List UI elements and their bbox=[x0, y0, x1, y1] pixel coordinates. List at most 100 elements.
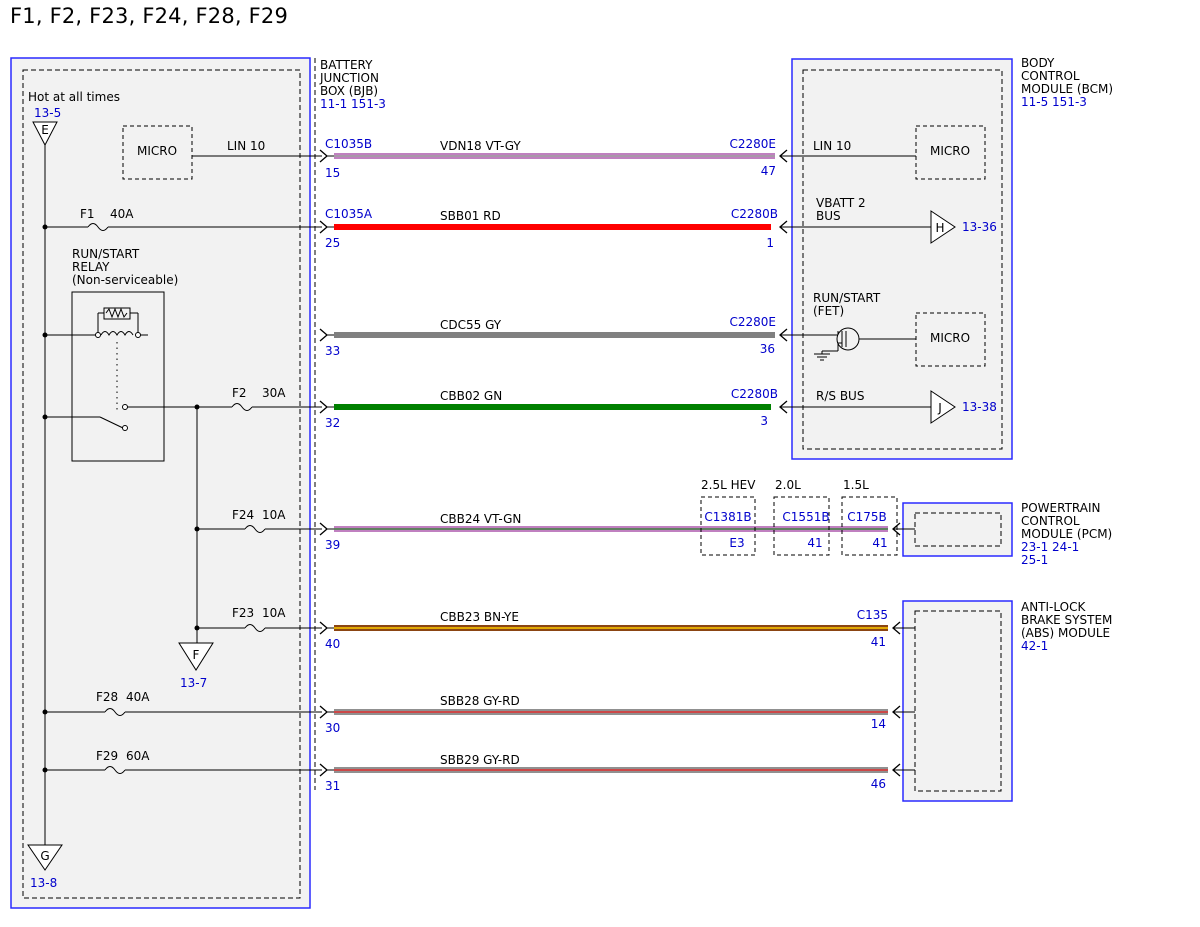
fuse-f23-amps: 10A bbox=[262, 606, 286, 620]
fuse-f29-icon bbox=[104, 766, 126, 774]
lin-left-label: LIN 10 bbox=[227, 139, 265, 153]
fuse-f29-amps: 60A bbox=[126, 749, 150, 763]
offpage-j-ref[interactable]: 13-38 bbox=[962, 400, 997, 414]
abs-module bbox=[902, 600, 1013, 802]
wire-2-left-pin: 25 bbox=[325, 236, 340, 250]
offpage-h-ref[interactable]: 13-36 bbox=[962, 220, 997, 234]
offpage-f-icon[interactable]: F bbox=[178, 642, 214, 671]
fuse-f24-name: F24 bbox=[232, 508, 254, 522]
wire-1-right-conn[interactable]: C2280E bbox=[730, 137, 777, 151]
wire-2-right-conn[interactable]: C2280B bbox=[731, 207, 778, 221]
wire-1-left-conn[interactable]: C1035B bbox=[325, 137, 372, 151]
fuse-f24-icon bbox=[244, 525, 266, 533]
fuse-f2-amps: 30A bbox=[262, 386, 286, 400]
fuse-f28-name: F28 bbox=[96, 690, 118, 704]
pcm-conn-1-pin: E3 bbox=[729, 536, 744, 550]
wire-7-left-pin: 30 bbox=[325, 721, 340, 735]
fuse-f23-name: F23 bbox=[232, 606, 254, 620]
bjb-label-1: BATTERY bbox=[320, 58, 373, 72]
relay-label-2: RELAY bbox=[72, 260, 110, 274]
wire-5-circuit: CBB24 VT-GN bbox=[440, 512, 521, 526]
relay-label-1: RUN/START bbox=[72, 247, 140, 261]
svg-text:J: J bbox=[937, 401, 942, 415]
hot-ref[interactable]: 13-5 bbox=[34, 106, 61, 120]
wire-6-right-conn[interactable]: C135 bbox=[857, 608, 888, 622]
wire-2-left-conn[interactable]: C1035A bbox=[325, 207, 373, 221]
bjb-label-3: BOX (BJB) bbox=[320, 84, 378, 98]
fuse-f2-name: F2 bbox=[232, 386, 247, 400]
wire-7-right-pin: 14 bbox=[871, 717, 886, 731]
pcm-label-2: CONTROL bbox=[1021, 514, 1080, 528]
offpage-g-ref[interactable]: 13-8 bbox=[30, 876, 57, 890]
bjb-refs[interactable]: 11-1 151-3 bbox=[320, 97, 386, 111]
vbatt-label-1: VBATT 2 bbox=[816, 196, 866, 210]
pcm-conn-3-engine: 1.5L bbox=[843, 478, 869, 492]
offpage-f-ref[interactable]: 13-7 bbox=[180, 676, 207, 690]
relay-label-3: (Non-serviceable) bbox=[72, 273, 178, 287]
bcm-label-3: MODULE (BCM) bbox=[1021, 82, 1113, 96]
offpage-j-icon[interactable]: J bbox=[930, 390, 956, 424]
wire-1-circuit: VDN18 VT-GY bbox=[440, 139, 521, 153]
micro-bcm2-label: MICRO bbox=[930, 331, 970, 345]
pcm-conn-2-name[interactable]: C1551B bbox=[782, 510, 829, 524]
fuse-f28-icon bbox=[104, 708, 126, 716]
vbatt-label-2: BUS bbox=[816, 209, 841, 223]
fet-label-1: RUN/START bbox=[813, 291, 881, 305]
wire-3-circuit: CDC55 GY bbox=[440, 318, 502, 332]
svg-text:F: F bbox=[193, 648, 200, 662]
offpage-g-icon[interactable]: G bbox=[27, 844, 63, 871]
micro-bcm1-label: MICRO bbox=[930, 144, 970, 158]
bcm-refs[interactable]: 11-5 151-3 bbox=[1021, 95, 1087, 109]
bjb-label-2: JUNCTION bbox=[319, 71, 379, 85]
fuse-f23-icon bbox=[244, 624, 266, 632]
pcm-refs-1[interactable]: 23-1 24-1 bbox=[1021, 540, 1079, 554]
wire-8-right-pin: 46 bbox=[871, 777, 886, 791]
wire-3-right-pin: 36 bbox=[760, 342, 775, 356]
lin-right-label: LIN 10 bbox=[813, 139, 851, 153]
wire-4-left-pin: 32 bbox=[325, 416, 340, 430]
micro-bcm1-box bbox=[915, 125, 986, 180]
pcm-conn-3-name[interactable]: C175B bbox=[847, 510, 887, 524]
hot-label: Hot at all times bbox=[28, 90, 120, 104]
bcm-label-2: CONTROL bbox=[1021, 69, 1080, 83]
wire-4-right-pin: 3 bbox=[760, 414, 768, 428]
wire-6-circuit: CBB23 BN-YE bbox=[440, 610, 519, 624]
wire-6-right-pin: 41 bbox=[871, 635, 886, 649]
abs-label-2: BRAKE SYSTEM bbox=[1021, 613, 1112, 627]
fuse-f1-icon bbox=[87, 223, 109, 231]
micro-bjb-label: MICRO bbox=[137, 144, 177, 158]
wire-1-left-pin: 15 bbox=[325, 166, 340, 180]
abs-label-3: (ABS) MODULE bbox=[1021, 626, 1110, 640]
fet-label-2: (FET) bbox=[813, 304, 844, 318]
pcm-conn-1-name[interactable]: C1381B bbox=[704, 510, 751, 524]
wire-4-right-conn[interactable]: C2280B bbox=[731, 387, 778, 401]
bjb-connector-leads bbox=[327, 155, 334, 771]
svg-text:G: G bbox=[40, 849, 49, 863]
pcm-conn-2-engine: 2.0L bbox=[775, 478, 801, 492]
pcm-conn-1-engine: 2.5L HEV bbox=[701, 478, 756, 492]
offpage-e-icon[interactable]: E bbox=[32, 121, 58, 147]
wire-5-left-pin: 39 bbox=[325, 538, 340, 552]
bjb-module bbox=[10, 57, 316, 909]
offpage-h-icon[interactable]: H bbox=[930, 210, 956, 244]
wire-8-left-pin: 31 bbox=[325, 779, 340, 793]
pcm-label-3: MODULE (PCM) bbox=[1021, 527, 1112, 541]
fuse-f28-amps: 40A bbox=[126, 690, 150, 704]
fuse-f1-name: F1 bbox=[80, 207, 95, 221]
wire-8-circuit: SBB29 GY-RD bbox=[440, 753, 520, 767]
wire-3-right-conn[interactable]: C2280E bbox=[730, 315, 777, 329]
abs-label-1: ANTI-LOCK bbox=[1021, 600, 1086, 614]
pcm-conn-2-pin: 41 bbox=[807, 536, 822, 550]
wire-1-right-pin: 47 bbox=[761, 164, 776, 178]
fuse-f29-name: F29 bbox=[96, 749, 118, 763]
wire-4-circuit: CBB02 GN bbox=[440, 389, 502, 403]
page-title: F1, F2, F23, F24, F28, F29 bbox=[10, 4, 289, 28]
fuse-f2-icon bbox=[231, 403, 253, 411]
pcm-refs-2[interactable]: 25-1 bbox=[1021, 553, 1048, 567]
wire-6-left-pin: 40 bbox=[325, 637, 340, 651]
pcm-conn-3-pin: 41 bbox=[872, 536, 887, 550]
fet-transistor-icon bbox=[800, 327, 916, 361]
abs-refs[interactable]: 42-1 bbox=[1021, 639, 1048, 653]
svg-text:H: H bbox=[935, 221, 944, 235]
